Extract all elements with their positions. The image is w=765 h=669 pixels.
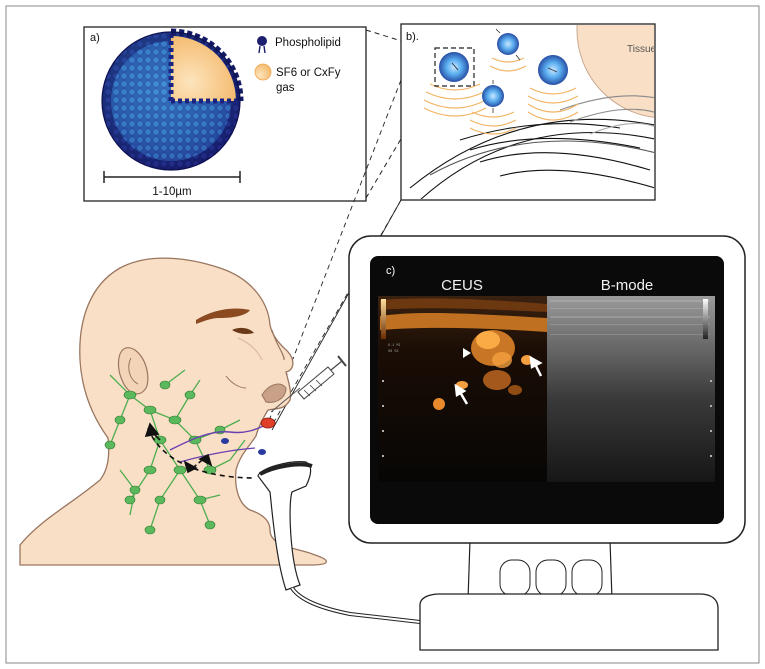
ceus-title: CEUS — [441, 277, 483, 294]
bmode-scale-ticks — [710, 380, 712, 457]
ultrasound-wavefronts — [409, 95, 654, 199]
white-arrow-1 — [454, 383, 469, 405]
injection-site — [260, 417, 276, 429]
ultrasound-monitor: 6.1 MI GN 58 c) CEUS B-mode — [348, 235, 746, 651]
panel-a: a) 1-10µm Phospholipid SF6 or CxFy gas — [83, 26, 367, 202]
svg-text:6.1 MI: 6.1 MI — [388, 344, 401, 348]
svg-text:GN 58: GN 58 — [388, 350, 399, 354]
tissue-label: Tissue — [627, 44, 657, 55]
microbubble-2 — [495, 28, 521, 61]
scale-bar-label: 1-10µm — [152, 186, 191, 198]
zoom-source-dashed-box — [434, 47, 475, 87]
open-mouth — [261, 383, 287, 403]
head-silhouette — [19, 257, 328, 566]
drainage-arrows — [144, 422, 256, 479]
panel-b-label: b). — [406, 31, 419, 43]
phospholipid-icon — [257, 36, 267, 54]
eye — [232, 327, 254, 334]
syringe — [270, 355, 347, 413]
panel-a-label: a) — [90, 32, 100, 44]
bmode-speckle — [550, 300, 710, 335]
eyebrow — [196, 308, 250, 324]
white-arrow-2 — [529, 355, 543, 377]
monitor-base — [419, 593, 719, 651]
tissue-region — [576, 25, 654, 118]
ceus-scale-ticks — [382, 380, 384, 457]
microbubble-cutaway — [101, 28, 244, 171]
microbubble-4 — [482, 80, 504, 113]
bmode-image — [547, 296, 715, 482]
patient-head — [19, 257, 328, 566]
ultrasound-probe — [257, 461, 313, 591]
legend-phospholipid: Phospholipid — [275, 37, 341, 49]
scale-bar — [103, 171, 241, 183]
panel-c-label: c) — [386, 265, 395, 277]
legend-gas-line2: gas — [276, 82, 295, 94]
gas-icon — [254, 63, 272, 81]
zoom-connector-b-probe — [269, 79, 402, 428]
microbubble-1 — [439, 52, 469, 82]
bubble-echo-arcs — [423, 57, 579, 135]
panel-b: Tissue — [400, 23, 657, 201]
gas-core-cutaway — [171, 36, 236, 101]
legend-gas-line1: SF6 or CxFy — [276, 67, 341, 79]
microbubble-3 — [538, 55, 568, 85]
bmode-title: B-mode — [601, 277, 654, 294]
blood-vessels — [169, 423, 269, 451]
arrowhead-marker — [463, 348, 471, 358]
